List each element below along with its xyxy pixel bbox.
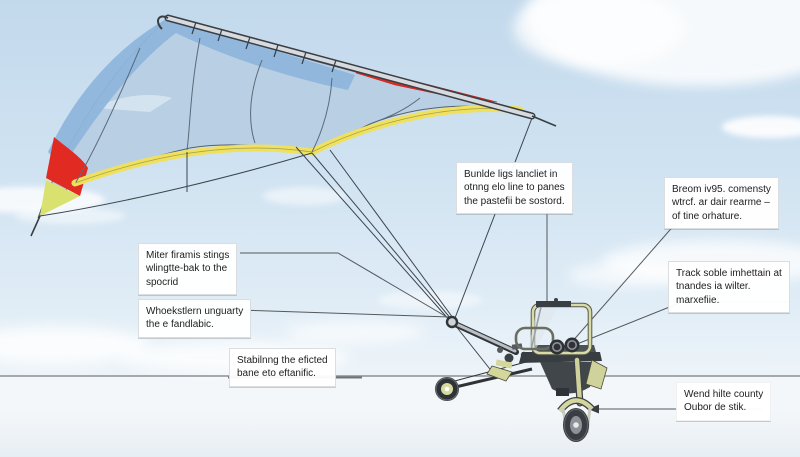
fender: [558, 398, 594, 413]
cloud-faint-mid: [263, 187, 347, 205]
label-bridle-lines: Bunlde ligs lancliet in otnng elo line t…: [456, 162, 573, 215]
rigging-lines: [39, 117, 533, 379]
stripe-edge: [74, 108, 521, 184]
leader-wheel-stern: [237, 309, 451, 318]
line-right-tip-to-hangpoint: [454, 117, 533, 319]
label-track-cable: Track soble imhettain at tnandes ia wilt…: [668, 261, 790, 314]
hang-point-ring: [445, 315, 459, 329]
hull-skid: [556, 388, 569, 396]
front-wheel-sidewall: [564, 409, 588, 441]
rear-wheel-center: [444, 386, 450, 392]
pulley-left: [549, 339, 565, 355]
line-knot-to-hangpoint-1: [311, 152, 453, 321]
cloud-bottom-mid-2: [285, 320, 425, 344]
wing-tip-patch-left: [40, 180, 80, 216]
pulley-left-ring: [551, 341, 562, 352]
hang-glider-wing: [30, 14, 557, 237]
cloud-left-2: [15, 208, 125, 224]
trike-carriage: [435, 298, 608, 442]
wing-dark-band: [48, 18, 355, 168]
label-boom: Breom iv95. comensty wtrcf. ar dair rear…: [664, 177, 779, 230]
front-wheel-hub: [573, 422, 579, 428]
front-strut-mount: [585, 359, 608, 390]
label-stabilizer: Stabilnng the eficted bane eto eftanific…: [229, 348, 336, 387]
keel-tube-ticks: [191, 21, 337, 73]
wingtip-spike-right: [531, 115, 557, 127]
label-front-wheel: Wend hilte county Oubor de stik.: [676, 382, 772, 421]
fork-stem: [574, 357, 583, 406]
cage-fitting: [554, 298, 558, 302]
cloud-band-right-2: [568, 262, 688, 288]
windshield: [528, 308, 557, 351]
hull: [540, 362, 597, 394]
cloud-top-right-2: [513, 0, 683, 66]
wing-seams: [75, 37, 421, 183]
arrowhead-front-wheel: [588, 404, 599, 414]
keel-tube: [166, 16, 534, 118]
line-knot-to-hangpoint-2: [295, 146, 452, 323]
handlebar: [514, 326, 555, 351]
nose-hook: [157, 15, 169, 30]
wingtip-spike-left: [30, 215, 41, 237]
pulley-right-ring: [566, 339, 577, 350]
cloud-faint-mid-2: [378, 291, 482, 309]
axle-boom: [446, 367, 533, 391]
cloud-wisp-right: [722, 116, 800, 138]
rear-wheel-rim: [435, 377, 459, 401]
label-wheel-stern: Whoekstlern unguarty the e fandlabic.: [138, 299, 252, 338]
leader-wing-frame: [240, 252, 453, 321]
cloud-bottom-left: [0, 326, 150, 364]
line-knot-to-hangpoint-3: [329, 149, 454, 319]
cage-top-bar: [536, 301, 571, 307]
pulley-right: [564, 337, 580, 353]
line-left-tip-to-knot: [39, 152, 313, 217]
chassis-parts: [486, 343, 528, 382]
label-wing-frame: Miter firamis stings wlingtte-bak to the…: [138, 243, 238, 296]
hang-tube: [454, 322, 517, 353]
